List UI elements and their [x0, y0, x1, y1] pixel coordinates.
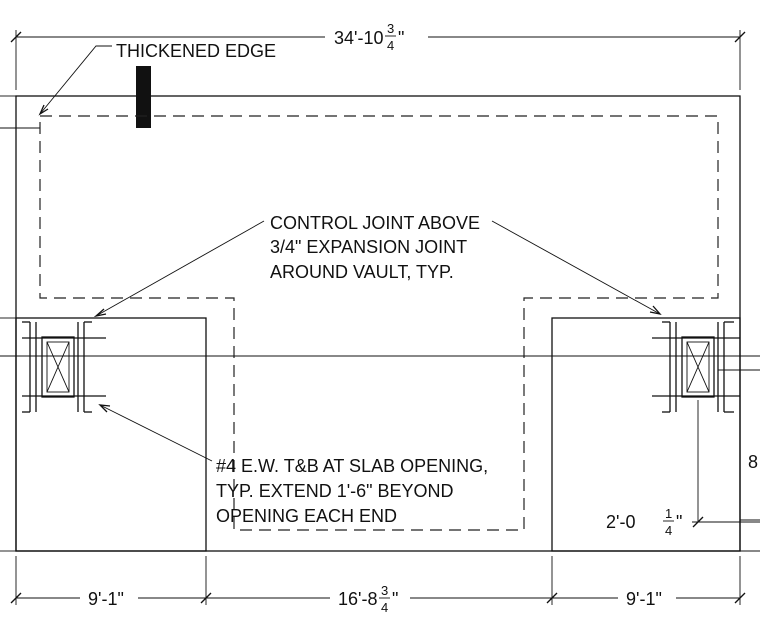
overall-width-label: 34'-10 [334, 28, 383, 48]
right-offset-denominator: 4 [665, 523, 672, 538]
rebar-note-line-2: TYP. EXTEND 1'-6" BEYOND [216, 481, 454, 501]
rebar-note-line-3: OPENING EACH END [216, 506, 397, 526]
control-joint-note-line-1: CONTROL JOINT ABOVE [270, 213, 480, 233]
middle-bay-inch: " [392, 589, 398, 609]
right-offset-numerator: 1 [665, 506, 672, 521]
rebar-note-line-1: #4 E.W. T&B AT SLAB OPENING, [216, 456, 488, 476]
middle-bay-numerator: 3 [381, 583, 388, 598]
right-slab-opening [652, 321, 760, 413]
thickened-edge-note: THICKENED EDGE [116, 41, 276, 61]
overall-width-numerator: 3 [387, 21, 394, 36]
left-slab-opening [22, 321, 106, 413]
edge-partial-label: 8 [748, 452, 758, 472]
overall-width-inch: " [398, 28, 404, 48]
control-joint-note-line-2: 3/4" EXPANSION JOINT [270, 237, 467, 257]
right-offset-inch: " [676, 512, 682, 532]
middle-bay-label: 16'-8 [338, 589, 377, 609]
thickened-edge-marker [136, 66, 151, 128]
overall-width-denominator: 4 [387, 38, 394, 53]
right-bay-label: 9'-1" [626, 589, 662, 609]
control-joint-note-line-3: AROUND VAULT, TYP. [270, 262, 454, 282]
bottom-dimension-string: 9'-1" 16'-8 3 4 " 9'-1" [10, 556, 746, 615]
overall-dimension: 34'-10 3 4 " [10, 21, 746, 90]
middle-bay-denominator: 4 [381, 600, 388, 615]
left-vault-outline [15, 317, 207, 552]
right-vault-outline [551, 317, 741, 552]
leader-lines [38, 45, 662, 462]
right-offset-dimension: 2'-0 1 4 " 8 [606, 400, 760, 538]
right-offset-label: 2'-0 [606, 512, 635, 532]
left-bay-label: 9'-1" [88, 589, 124, 609]
